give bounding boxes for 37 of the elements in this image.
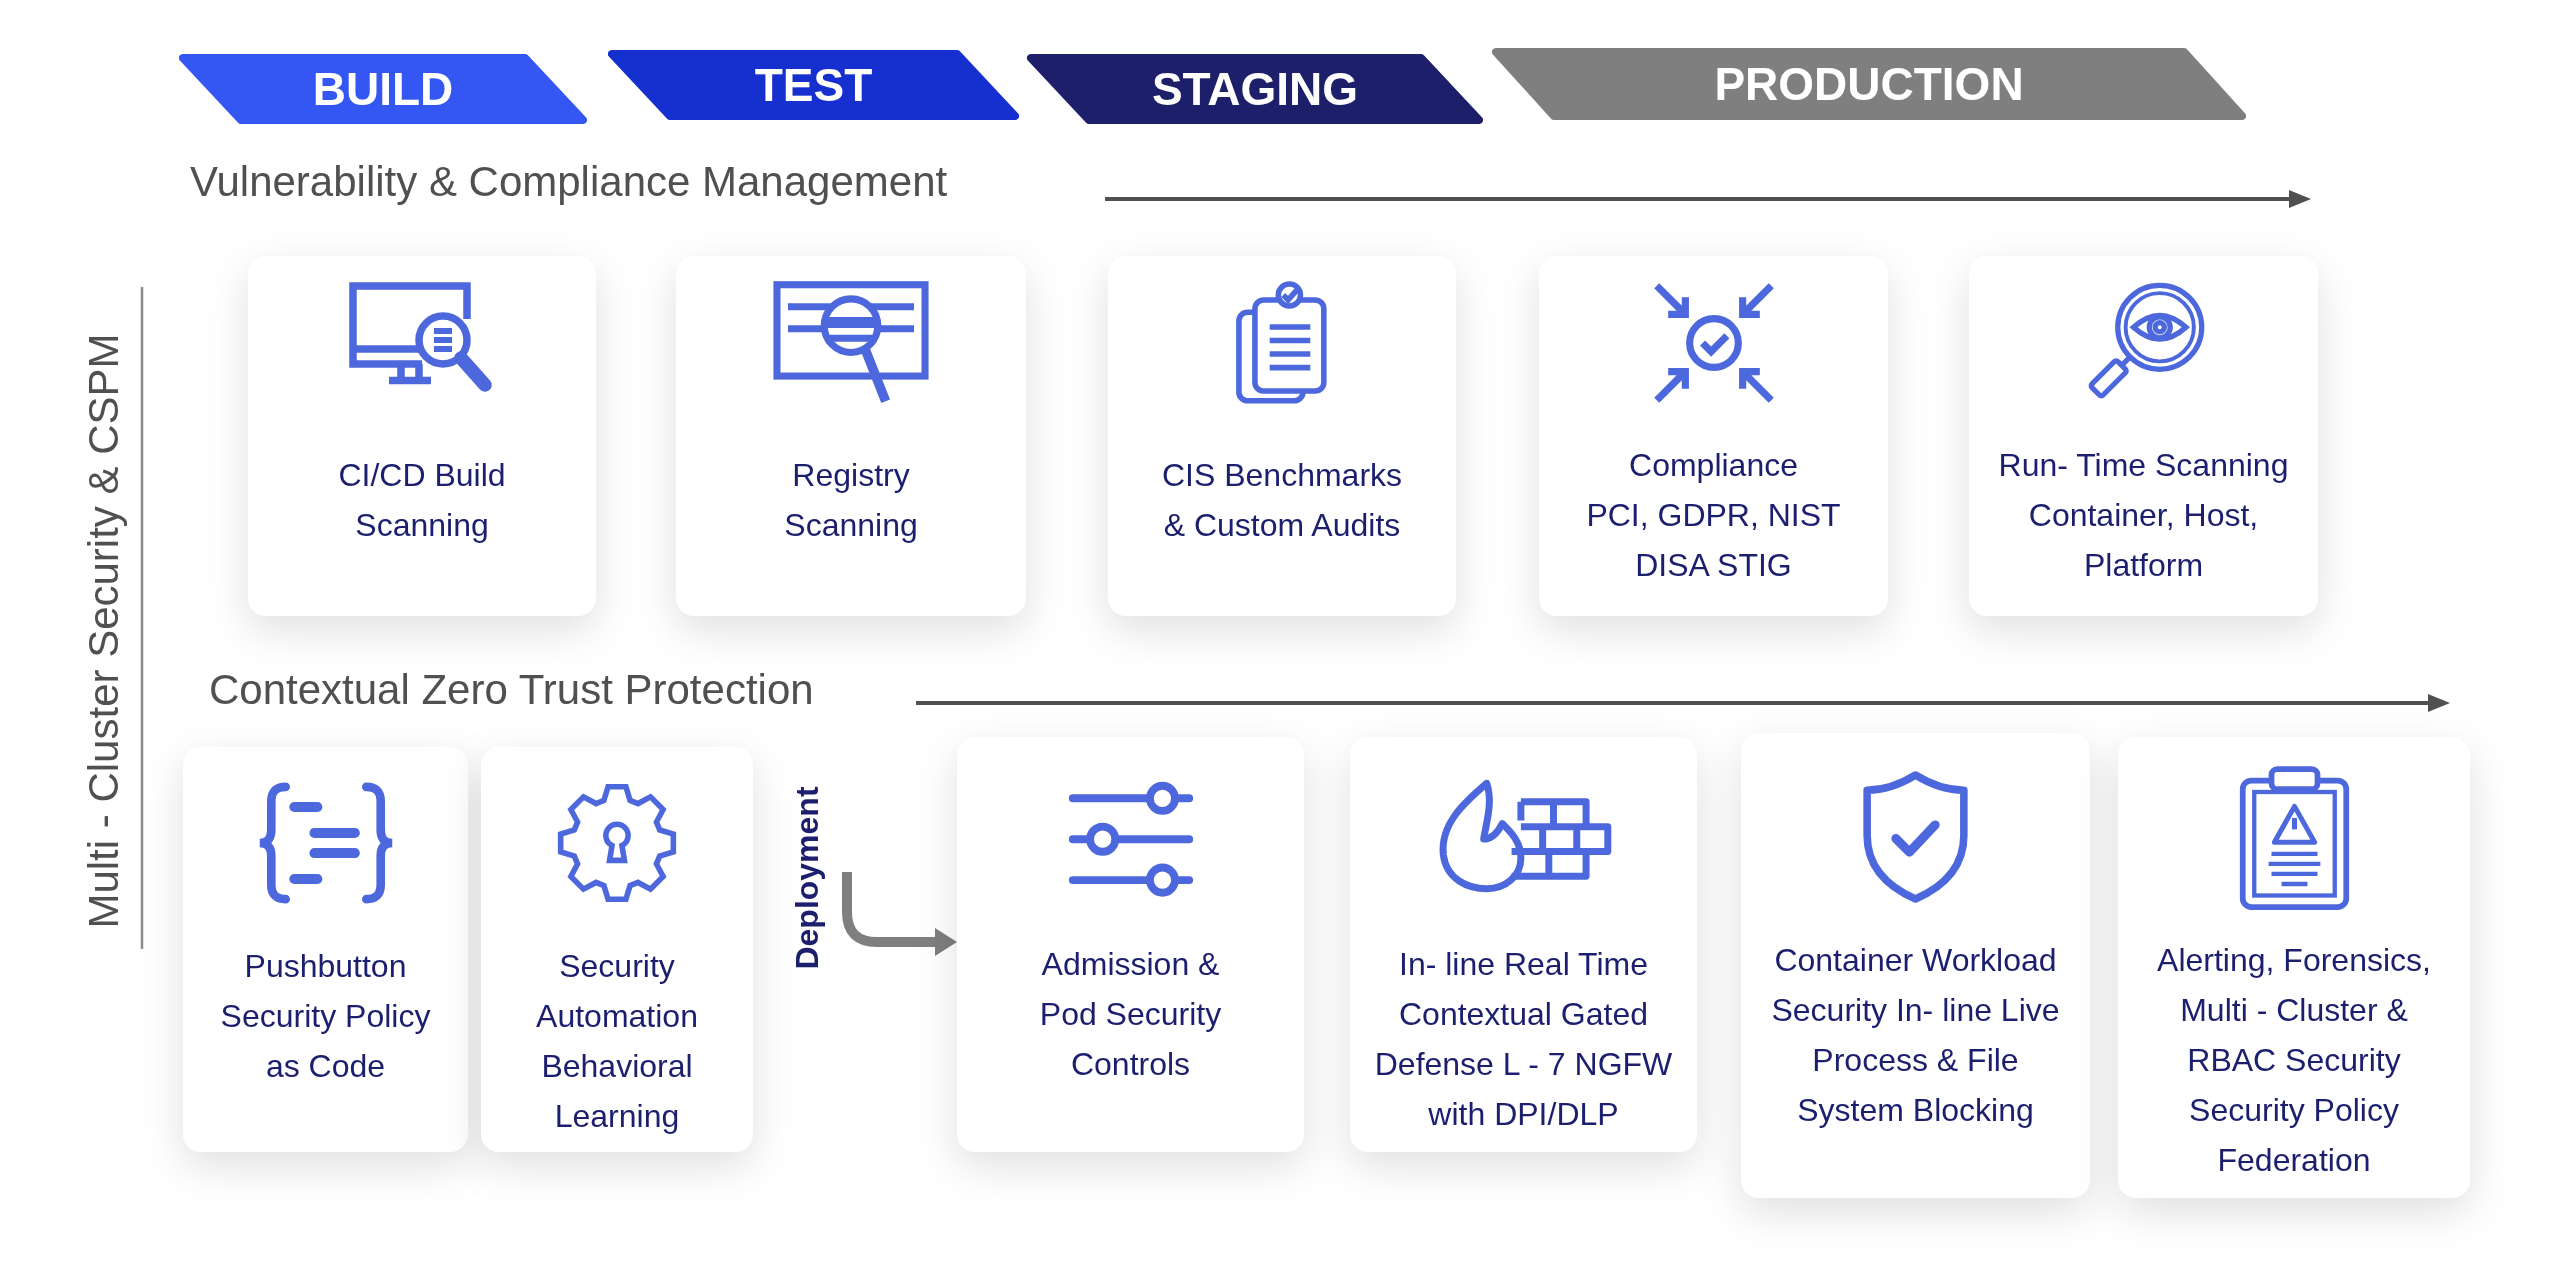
feature-card xyxy=(1741,733,2090,1198)
phase-banner xyxy=(608,50,1019,120)
card-text: CI/CD Build Scanning xyxy=(337,456,507,545)
phase-title: PRODUCTION xyxy=(1714,58,2024,110)
feature-card xyxy=(248,256,596,616)
feature-card xyxy=(481,747,753,1152)
card-text: Container, Host, Platform xyxy=(2027,496,2260,585)
feature-card xyxy=(1350,737,1697,1152)
bent-arrow xyxy=(842,872,957,956)
card-text: CIS Benchmarks & Custom Audits xyxy=(1160,456,1404,545)
phase-banner xyxy=(1492,48,2246,120)
feature-card xyxy=(183,747,468,1152)
edge-label: Deployment xyxy=(789,786,825,970)
feature-card xyxy=(2118,737,2470,1198)
section-heading: Contextual Zero Trust Protection xyxy=(209,665,814,715)
section-heading: Vulnerability & Compliance Management xyxy=(190,157,948,207)
phase-banner xyxy=(1027,54,1483,124)
card-text: Alerting, Forensics, Multi - Cluster & RBAC Security Security Policy Federation xyxy=(2156,941,2432,1180)
feature-card xyxy=(957,737,1304,1152)
card-text: Security Automation Behavioral Learning xyxy=(535,947,699,1136)
card-text: Compliance xyxy=(1628,446,1799,485)
card-text: PCI, GDPR, NIST DISA STIG xyxy=(1585,496,1842,585)
feature-card xyxy=(1969,256,2318,616)
phase-title: BUILD xyxy=(312,63,454,115)
card-text: Run- Time Scanning xyxy=(1997,446,2290,485)
feature-card xyxy=(1539,256,1888,616)
side-label: Multi - Cluster Security & CSPM xyxy=(79,333,128,929)
feature-card xyxy=(676,256,1026,616)
feature-card xyxy=(1108,256,1456,616)
card-text: Admission & Pod Security Controls xyxy=(1038,945,1223,1084)
phase-title: STAGING xyxy=(1151,63,1359,115)
phase-banner xyxy=(179,54,587,124)
phase-title: TEST xyxy=(754,59,873,111)
card-text: Container Workload Security In- line Live Process & File System Blocking xyxy=(1770,941,2061,1130)
card-text: In- line Real Time Contextual Gated Defense L - 7 NGFW with DPI/DLP xyxy=(1373,945,1674,1134)
card-text: Registry Scanning xyxy=(783,456,919,545)
card-text: Pushbutton Security Policy as Code xyxy=(219,947,432,1086)
